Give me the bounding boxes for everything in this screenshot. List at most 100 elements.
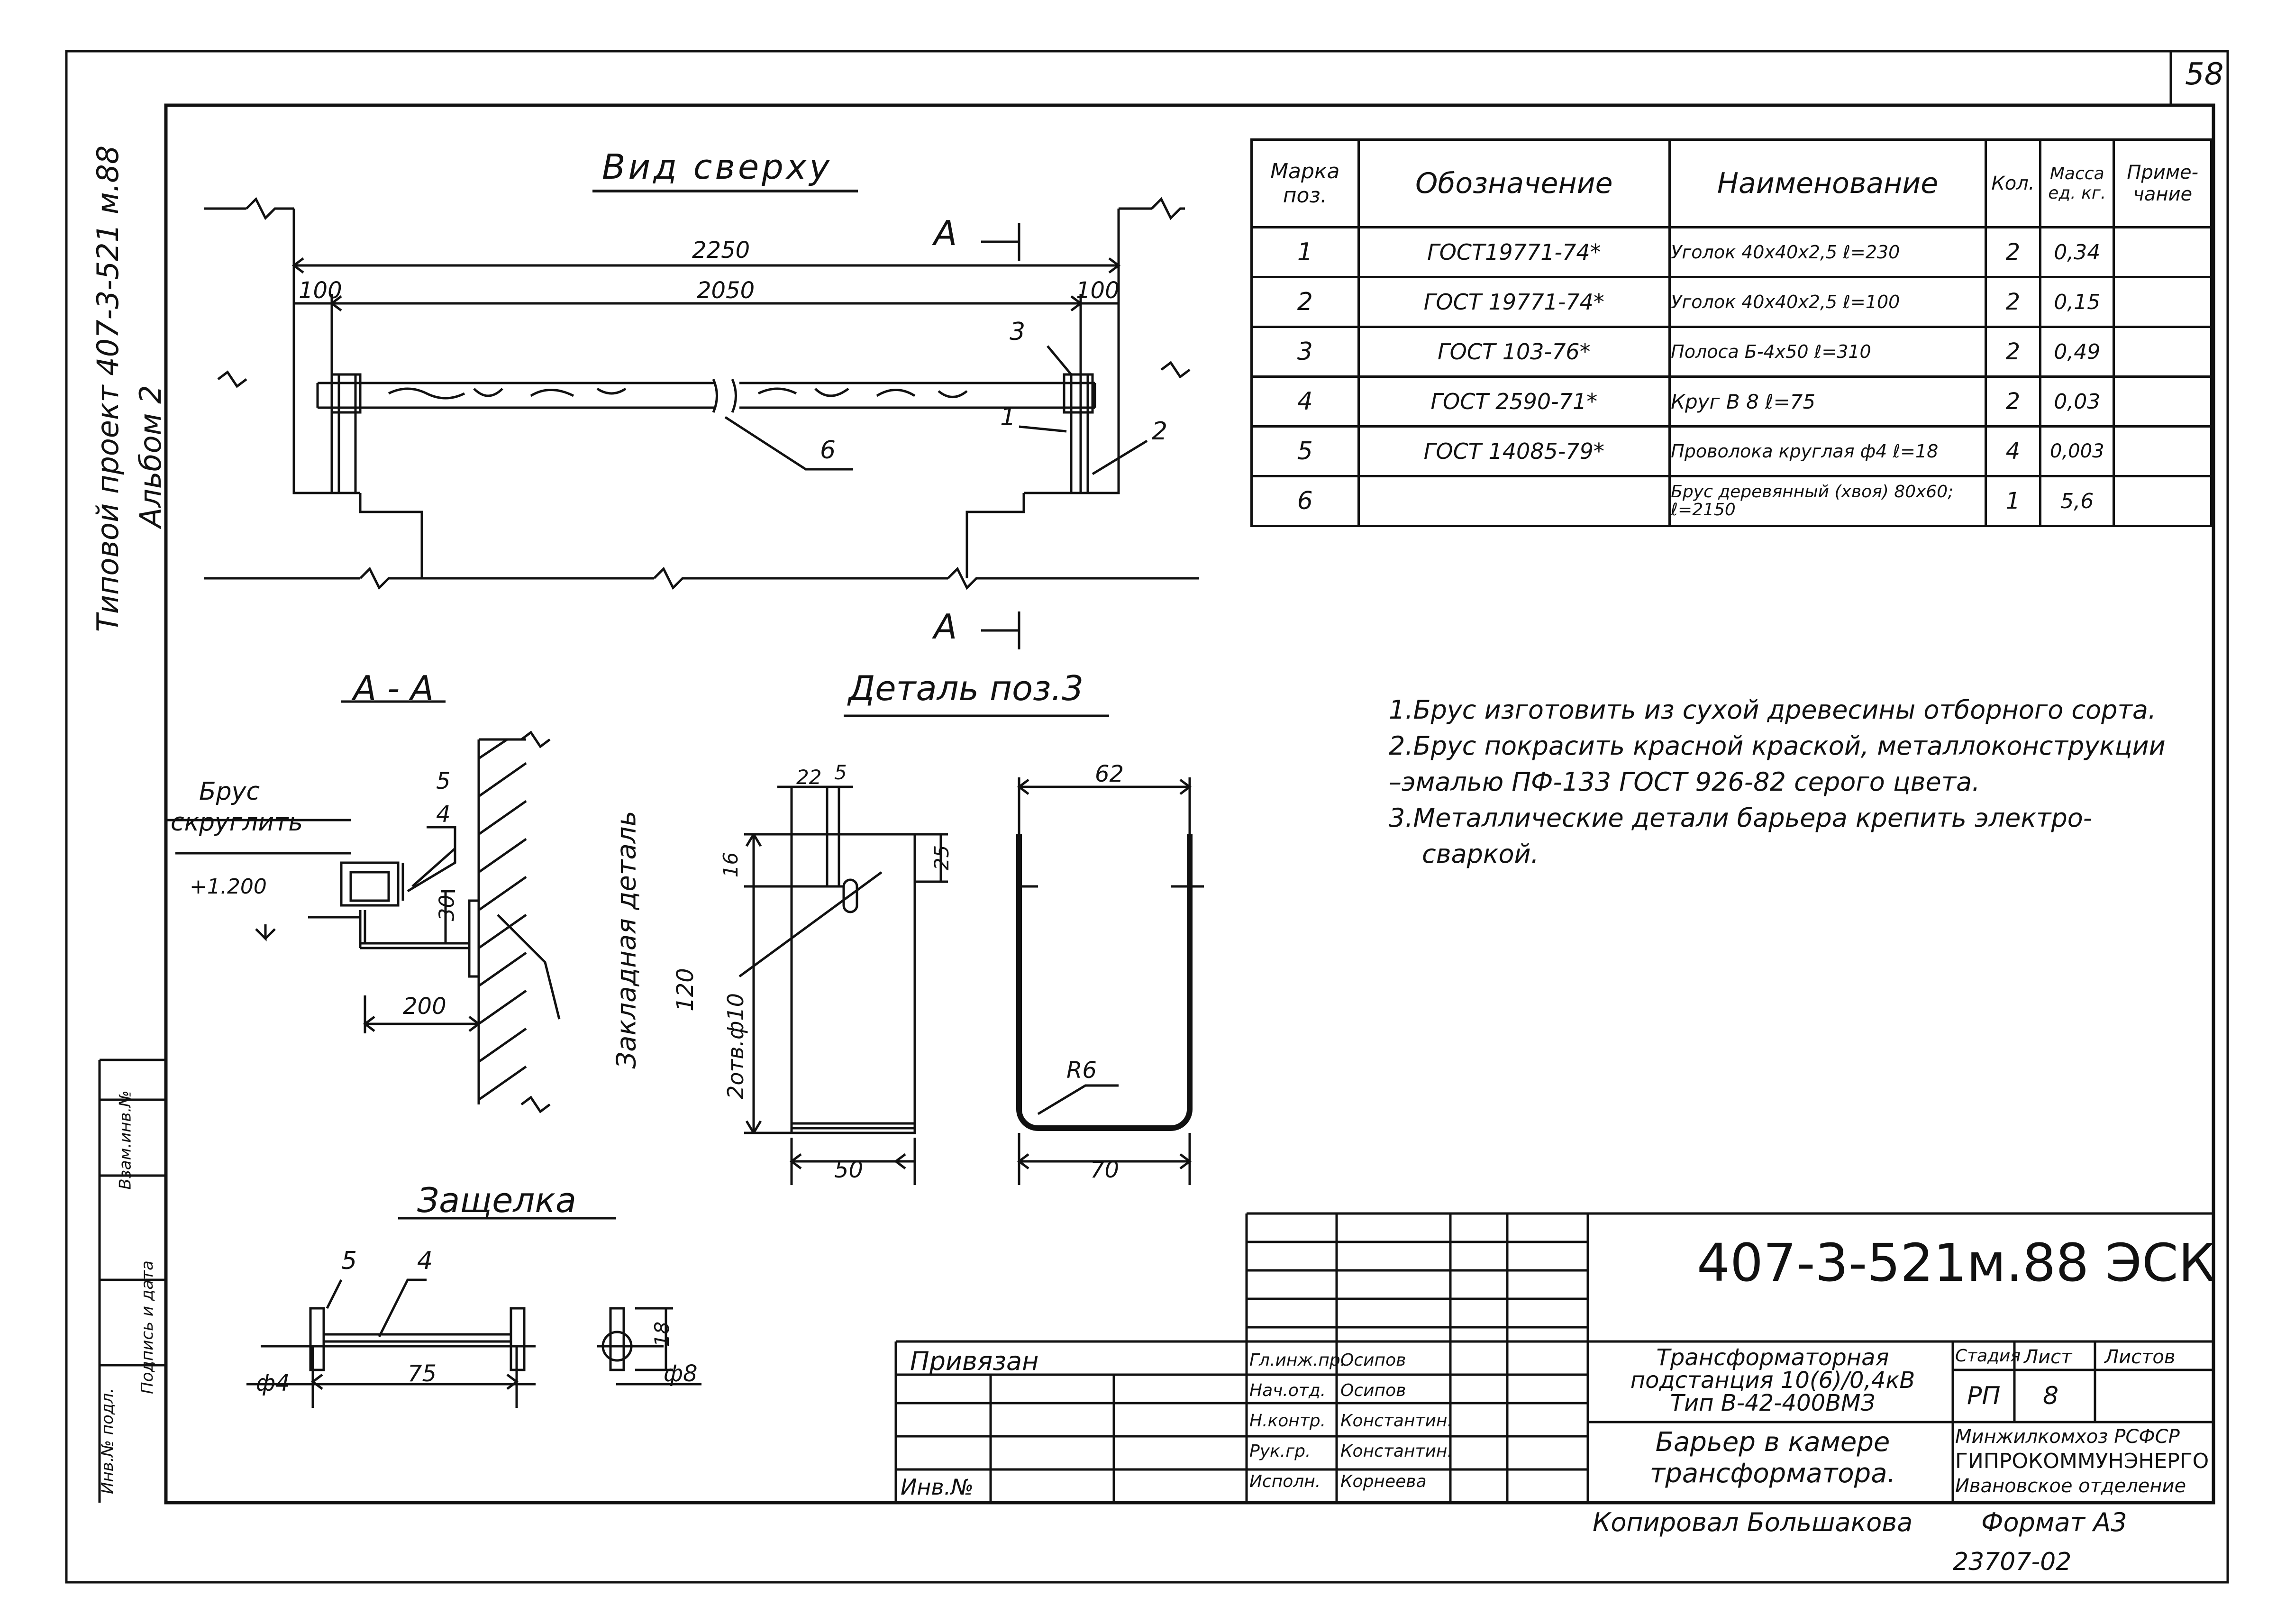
stage-header: Стадия — [1955, 1346, 2021, 1366]
note-line: –эмалью ПФ-133 ГОСТ 926-82 серого цвета. — [1389, 767, 1980, 797]
dim-75: 75 — [408, 1360, 437, 1387]
side-title: Типовой проект 407-3-521 м.88 Альбом 2 — [87, 146, 172, 632]
spec-pos: 6 — [1250, 475, 1360, 527]
spec-qty: 2 — [1984, 276, 2042, 328]
spec-name: Уголок 40х40х2,5 ℓ=100 — [1668, 276, 1987, 328]
spec-note — [2113, 326, 2213, 378]
holes-label: 2отв.ф10 — [722, 993, 748, 1099]
roles-column: Гл.инж.пр. Нач.отд. Н.контр. Рук.гр. Исп… — [1249, 1345, 1346, 1497]
spec-name: Полоса Б-4х50 ℓ=310 — [1668, 326, 1987, 378]
stage-value: РП — [1967, 1382, 2001, 1410]
top-view-title: Вид сверху — [602, 147, 833, 187]
detail3-title: Деталь поз.3 — [848, 668, 1084, 708]
spec-mass: 0,03 — [2039, 375, 2115, 428]
spec-designation — [1357, 475, 1671, 527]
project-name: Трансформаторная подстанция 10(6)/0,4кВ … — [1597, 1346, 1948, 1414]
dim-5: 5 — [834, 761, 847, 784]
spec-pos: 1 — [1250, 226, 1360, 278]
embedded-part-label: Закладная деталь — [611, 811, 642, 1069]
note-line: 1.Брус изготовить из сухой древесины отб… — [1389, 695, 2157, 725]
role-norm-control: Н.контр. — [1249, 1411, 1326, 1431]
elevation: +1.200 — [190, 875, 267, 899]
spec-designation: ГОСТ 2590-71* — [1357, 375, 1671, 428]
dim-2250: 2250 — [692, 237, 750, 264]
spec-designation: ГОСТ 19771-74* — [1357, 276, 1671, 328]
dim-100-left: 100 — [299, 277, 342, 304]
spec-row: 5 ГОСТ 14085-79* Проволока круглая ф4 ℓ=… — [1250, 425, 2213, 477]
callout-3: 3 — [1010, 318, 1026, 346]
section-mark-bottom: A — [934, 607, 957, 647]
spec-mass: 0,34 — [2039, 226, 2115, 278]
latch-title: Защелка — [417, 1180, 577, 1220]
section-mark-top: A — [934, 213, 957, 253]
spec-designation: ГОСТ 103-76* — [1357, 326, 1671, 378]
sheet-value: 8 — [2043, 1382, 2059, 1410]
callout-aa-4: 4 — [436, 801, 451, 828]
spec-note — [2113, 375, 2213, 428]
role-chief-engineer: Гл.инж.пр. — [1249, 1350, 1346, 1370]
spec-note — [2113, 226, 2213, 278]
spec-qty: 4 — [1984, 425, 2042, 477]
spec-row: 6 Брус деревянный (хвоя) 80х60; ℓ=2150 1… — [1250, 475, 2213, 527]
spec-table: Марка поз. Обозначение Наименование Кол.… — [1250, 138, 2213, 527]
dim-50: 50 — [834, 1157, 864, 1183]
side-column-label-sign: Подпись и дата — [137, 1260, 157, 1394]
spec-name: Брус деревянный (хвоя) 80х60; ℓ=2150 — [1668, 475, 1987, 527]
spec-name: Проволока круглая ф4 ℓ=18 — [1668, 425, 1987, 477]
dim-100-right: 100 — [1076, 277, 1120, 304]
side-title-line1: Типовой проект 407-3-521 м.88 — [91, 145, 126, 632]
spec-note — [2113, 276, 2213, 328]
role-dept-head: Нач.отд. — [1249, 1381, 1326, 1400]
spec-mass: 0,15 — [2039, 276, 2115, 328]
page-number: 58 — [2185, 57, 2224, 92]
spec-header-mass: Масса ед. кг. — [2039, 138, 2115, 228]
spec-note — [2113, 475, 2213, 527]
sheets-header: Листов — [2104, 1346, 2176, 1368]
spec-name: Круг В 8 ℓ=75 — [1668, 375, 1987, 428]
document-code: 407-3-521м.88 ЭСК — [1697, 1232, 2215, 1293]
spec-row: 3 ГОСТ 103-76* Полоса Б-4х50 ℓ=310 2 0,4… — [1250, 326, 2213, 378]
spec-qty: 2 — [1984, 375, 2042, 428]
role-group-head: Рук.гр. — [1249, 1442, 1311, 1461]
dim-200: 200 — [403, 993, 446, 1020]
dim-18: 18 — [650, 1321, 674, 1347]
sheet-name-1: Барьер в камере — [1655, 1427, 1890, 1458]
sheet-name: Барьер в камере трансформатора. — [1597, 1427, 1948, 1489]
copied-by: Копировал Большакова — [1593, 1507, 1913, 1537]
spec-mass: 5,6 — [2039, 475, 2115, 527]
name-group-head: Константин. — [1340, 1442, 1453, 1461]
org-line-2: ГИПРОКОММУНЭНЕРГО — [1955, 1449, 2209, 1473]
spec-mass: 0,49 — [2039, 326, 2115, 378]
role-executor: Исполн. — [1249, 1472, 1321, 1491]
dim-22: 22 — [796, 766, 822, 789]
dia-4: ф4 — [256, 1370, 290, 1396]
spec-pos: 3 — [1250, 326, 1360, 378]
note-line: 3.Металлические детали барьера крепить э… — [1389, 803, 2093, 833]
name-chief-engineer: Осипов — [1340, 1350, 1406, 1370]
project-name-2: подстанция 10(6)/0,4кВ — [1630, 1367, 1915, 1394]
dim-62: 62 — [1095, 761, 1124, 787]
spec-note — [2113, 425, 2213, 477]
name-executor: Корнеева — [1340, 1472, 1427, 1491]
names-column: Осипов Осипов Константин. Константин. Ко… — [1340, 1345, 1453, 1497]
dim-120: 120 — [672, 968, 699, 1012]
top-view-title-underline — [592, 190, 858, 192]
name-dept-head: Осипов — [1340, 1381, 1406, 1400]
spec-qty: 2 — [1984, 226, 2042, 278]
callout-6: 6 — [820, 436, 836, 465]
drawing-number: 23707-02 — [1953, 1548, 2072, 1576]
spec-pos: 2 — [1250, 276, 1360, 328]
spec-row: 1 ГОСТ19771-74* Уголок 40х40х2,5 ℓ=230 2… — [1250, 226, 2213, 278]
side-column-label-inv: Инв.№ подл. — [98, 1388, 117, 1494]
latch-callout-4: 4 — [417, 1247, 433, 1275]
spec-pos: 4 — [1250, 375, 1360, 428]
sheet-header: Лист — [2024, 1346, 2072, 1368]
spec-pos: 5 — [1250, 425, 1360, 477]
dim-25: 25 — [930, 845, 954, 871]
organization: Минжилкомхоз РСФСР ГИПРОКОММУНЭНЕРГО Ива… — [1955, 1424, 2209, 1498]
dia-8: ф8 — [664, 1360, 698, 1387]
side-column-label-replace: Взам.инв.№ — [116, 1090, 135, 1190]
project-name-3: Тип В-42-400ВМЗ — [1670, 1390, 1876, 1416]
org-line-3: Ивановское отделение — [1955, 1475, 2186, 1497]
spec-header-designation: Обозначение — [1357, 138, 1671, 228]
